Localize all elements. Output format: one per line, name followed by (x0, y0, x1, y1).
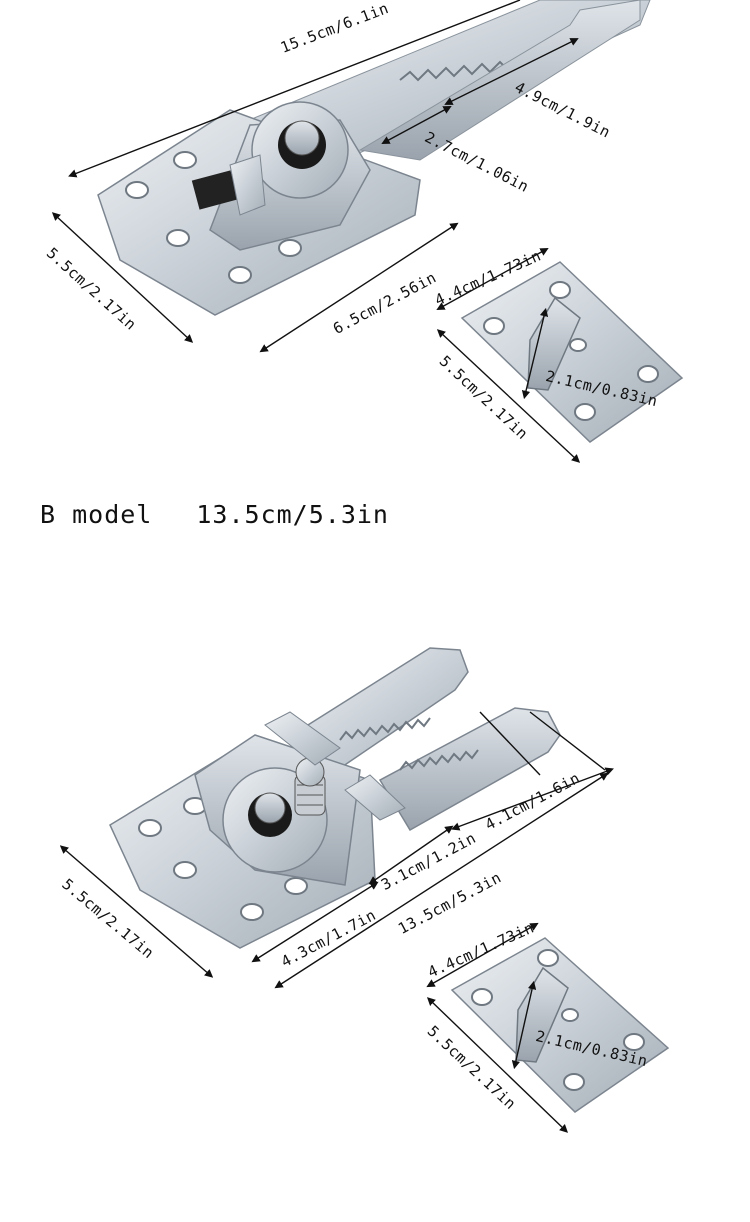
model-a-hole (125, 181, 149, 199)
dim-line (274, 772, 609, 989)
model-a-hole (173, 151, 197, 169)
model-a-latch-spring (191, 170, 239, 210)
model-a-hook-hole (549, 281, 571, 299)
model-b-hook-hole (537, 949, 559, 967)
model-a-hook-hole (569, 338, 587, 352)
model-b-length: 13.5cm/5.3in (196, 500, 389, 529)
model-b-teeth-lower (399, 749, 479, 771)
model-b-name: B model (40, 500, 153, 529)
model-b-hole (284, 877, 308, 895)
model-a-hook-hole (637, 365, 659, 383)
model-a-pivot-head (284, 120, 320, 156)
model-a-hook-hole (483, 317, 505, 335)
model-b-hook-hole (623, 1033, 645, 1051)
dim-line (426, 922, 539, 988)
dim-line (511, 980, 537, 1070)
model-a-hole (228, 266, 252, 284)
model-b-latch-top (264, 711, 341, 766)
model-a-latch (229, 154, 266, 216)
model-b-connector (109, 647, 561, 949)
model-b-hook-hole (471, 988, 493, 1006)
model-b-hole (240, 903, 264, 921)
dimension-lines (51, 0, 614, 1133)
dim-line (51, 212, 194, 343)
dim-line (436, 247, 549, 311)
dim-line (381, 106, 452, 144)
dim-line (68, 0, 521, 178)
model-b-hook-hole (563, 1073, 585, 1091)
model-b-hook-hole (561, 1008, 579, 1022)
model-a-hole (278, 239, 302, 257)
model-b-teeth-top (339, 717, 431, 741)
model-b-heading: B model 13.5cm/5.3in (40, 500, 433, 529)
dim-line (444, 38, 579, 105)
dim-line (426, 997, 569, 1133)
dim-line (59, 845, 214, 978)
model-a-hole (166, 229, 190, 247)
dim-line (436, 329, 581, 463)
model-b-hole (138, 819, 162, 837)
dim-line (521, 307, 549, 400)
model-a-connector (97, 0, 651, 316)
model-b-hole (173, 861, 197, 879)
model-b-lower-arm (378, 707, 561, 832)
model-a-hook-hole (574, 403, 596, 421)
model-b-pivot-head (254, 792, 286, 824)
dim-line (259, 222, 459, 353)
